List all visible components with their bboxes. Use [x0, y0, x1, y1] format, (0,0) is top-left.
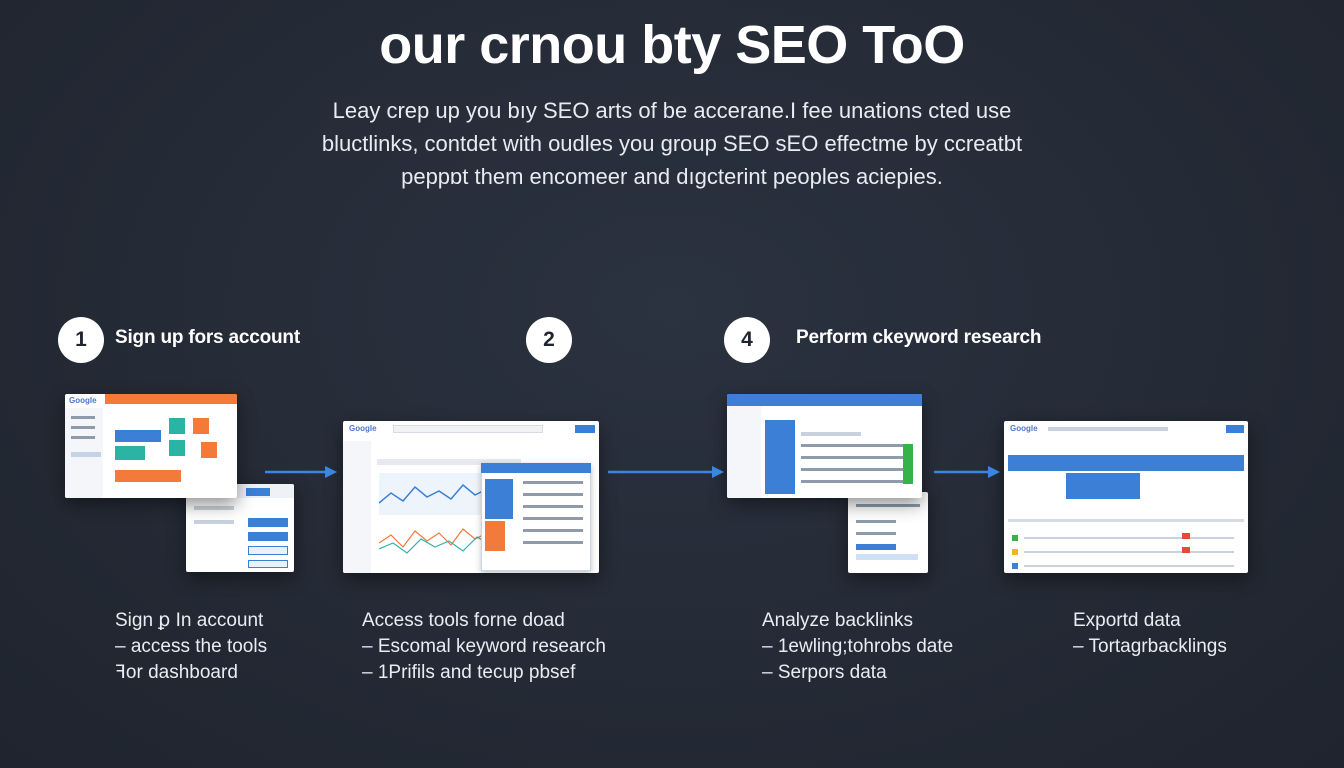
logo-text: Google: [69, 396, 97, 405]
caption-step-4: Exportd data – Tortagrbacklings: [1073, 608, 1227, 660]
caption-line: Analyze backlinks: [762, 610, 914, 631]
caption-line: – 1ewling;tohrobs date: [762, 636, 954, 657]
step-badge-4: 4: [724, 317, 770, 363]
caption-line: – Serpors data: [762, 662, 887, 683]
screenshot-1-front: Google: [65, 394, 237, 498]
subtitle-line: peppɒt them encomeer and dıgcterint peop…: [401, 164, 943, 189]
screenshot-3-front: [727, 394, 922, 498]
step-label-4: Perform ckeyword research: [796, 327, 1042, 348]
caption-step-3: Analyze backlinks – 1ewling;tohrobs date…: [762, 608, 953, 686]
caption-line: – Tortagrbacklings: [1073, 636, 1227, 657]
page-title: our crnou bty SEO ToO: [379, 15, 965, 75]
subtitle-line: Leay crep up you bıy SEO arts of be acce…: [332, 98, 1012, 123]
caption-line: Access tools forne doad: [362, 610, 565, 631]
caption-line: – access the tools: [115, 636, 268, 657]
page-subtitle: Leay crep up you bıy SEO arts of be acce…: [300, 94, 1044, 193]
subtitle-line: bluctlinks, contdet with oudles you grou…: [321, 131, 1023, 156]
logo-text: Google: [1010, 424, 1038, 433]
arrow-right-icon: [265, 466, 337, 478]
screenshot-3-back: [848, 492, 928, 573]
step-badge-1: 1: [58, 317, 104, 363]
step-badge-2: 2: [526, 317, 572, 363]
arrow-right-icon: [934, 466, 1000, 478]
logo-text: Google: [349, 424, 377, 433]
caption-step-1: Sign ꝑ In account – access the tools ꟻor…: [115, 608, 267, 686]
screenshot-4: Google: [1004, 421, 1248, 573]
arrow-right-icon: [608, 466, 724, 478]
caption-line: Exportd data: [1073, 610, 1181, 631]
caption-line: Sign ꝑ In account: [115, 610, 264, 631]
screenshot-1-back: [186, 484, 294, 572]
caption-line: ꟻor dashboard: [115, 662, 238, 683]
screenshot-2: Google: [343, 421, 599, 573]
caption-line: – 1Prifils and tecup pbsef: [362, 662, 576, 683]
caption-line: – Escomal keyword research: [362, 636, 606, 657]
caption-step-2: Access tools forne doad – Escomal keywor…: [362, 608, 606, 686]
step-label-1: Sign up fors account: [115, 327, 300, 348]
